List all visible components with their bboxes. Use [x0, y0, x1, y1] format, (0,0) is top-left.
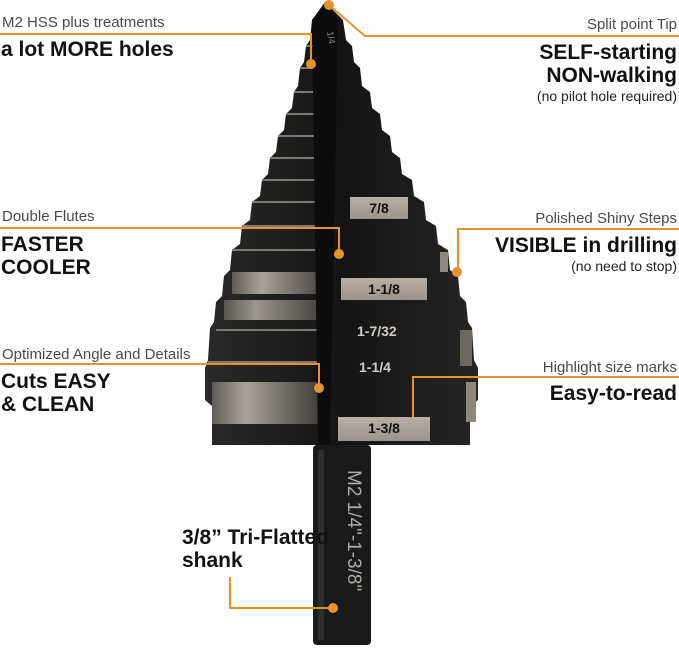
- material-subtitle: M2 HSS plus treatments: [2, 14, 165, 31]
- size-mark-7-8: 7/8: [350, 197, 408, 219]
- material-headline: a lot MORE holes: [1, 38, 174, 61]
- marks-headline: Easy-to-read: [549, 382, 677, 405]
- size-mark-1-1-8: 1-1/8: [341, 278, 427, 300]
- angle-headline-2: & CLEAN: [1, 393, 95, 416]
- flutes-headline-2: COOLER: [1, 256, 91, 279]
- svg-text:1/4: 1/4: [325, 31, 337, 45]
- tip-subtitle: Split point Tip: [586, 16, 677, 33]
- shank-headline-1: 3/8” Tri-Flatted: [182, 526, 330, 549]
- steps-subtitle: Polished Shiny Steps: [535, 210, 677, 227]
- steps-headline: VISIBLE in drilling: [494, 234, 677, 257]
- tip-note: (no pilot hole required): [536, 88, 677, 104]
- marks-subtitle: Highlight size marks: [542, 359, 677, 376]
- size-mark-1-7-32: 1-7/32: [357, 323, 397, 339]
- shank-headline-2: shank: [182, 549, 243, 572]
- tip-headline-1: SELF-starting: [539, 41, 677, 64]
- flutes-subtitle: Double Flutes: [2, 208, 95, 225]
- steps-note: (no need to stop): [571, 258, 677, 274]
- size-mark-1-3-8: 1-3/8: [338, 417, 430, 441]
- angle-subtitle: Optimized Angle and Details: [2, 346, 191, 363]
- angle-headline-1: Cuts EASY: [1, 370, 111, 393]
- size-mark-1-1-4: 1-1/4: [359, 359, 391, 375]
- flutes-headline-1: FASTER: [1, 233, 84, 256]
- shank-engraving: M2 1/4"-1-3/8": [343, 470, 364, 591]
- tip-headline-2: NON-walking: [546, 64, 677, 87]
